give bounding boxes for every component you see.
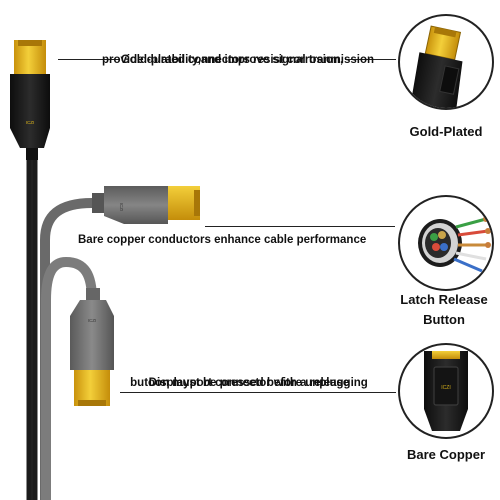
middle-connector: ICZI (92, 186, 200, 224)
caption-latch-line2: butoon must be pressed before unplugging (130, 377, 368, 389)
gold-connector-closeup (411, 25, 463, 108)
label-latch-release-line1: Latch Release (400, 292, 488, 307)
leader-line-copper (205, 226, 395, 227)
brand-mark-top: ICZI (26, 120, 35, 125)
label-latch-release: Latch Release Button (388, 290, 500, 330)
label-bare-copper: Bare Copper (406, 447, 486, 462)
caption-gold-plated-line2: provide durability,and improve signal tr… (102, 54, 375, 66)
brand-mark-middle: ICZI (119, 203, 124, 212)
caption-copper: Bare copper conductors enhance cable per… (78, 234, 367, 246)
zoom-copper-wires (398, 195, 494, 291)
top-connector: ICZI (10, 40, 50, 160)
label-latch-release-line2: Button (423, 312, 465, 327)
caption-latch-line1: Displayport connector with a release (146, 375, 352, 391)
latch-button-closeup: ICZI (424, 351, 468, 431)
brand-mark-bottom: ICZI (88, 318, 97, 323)
caption-latch: Displayport connector with a release but… (118, 375, 380, 391)
zoom-latch-release: ICZI (398, 343, 494, 439)
brand-mark-zoom: ICZI (441, 385, 450, 391)
zoom-gold-plated (398, 14, 494, 110)
label-gold-plated: Gold-Plated (409, 124, 483, 139)
gray-cable-2 (41, 256, 97, 500)
gray-cable-1 (40, 198, 93, 500)
leader-line-latch (120, 392, 396, 393)
caption-gold-plated-line1: Gold-plated connectors resist corrosion, (118, 52, 346, 68)
caption-gold-plated: Gold-plated connectors resist corrosion,… (102, 52, 375, 68)
bottom-connector: ICZI (70, 288, 114, 406)
copper-wires-closeup (418, 216, 491, 273)
